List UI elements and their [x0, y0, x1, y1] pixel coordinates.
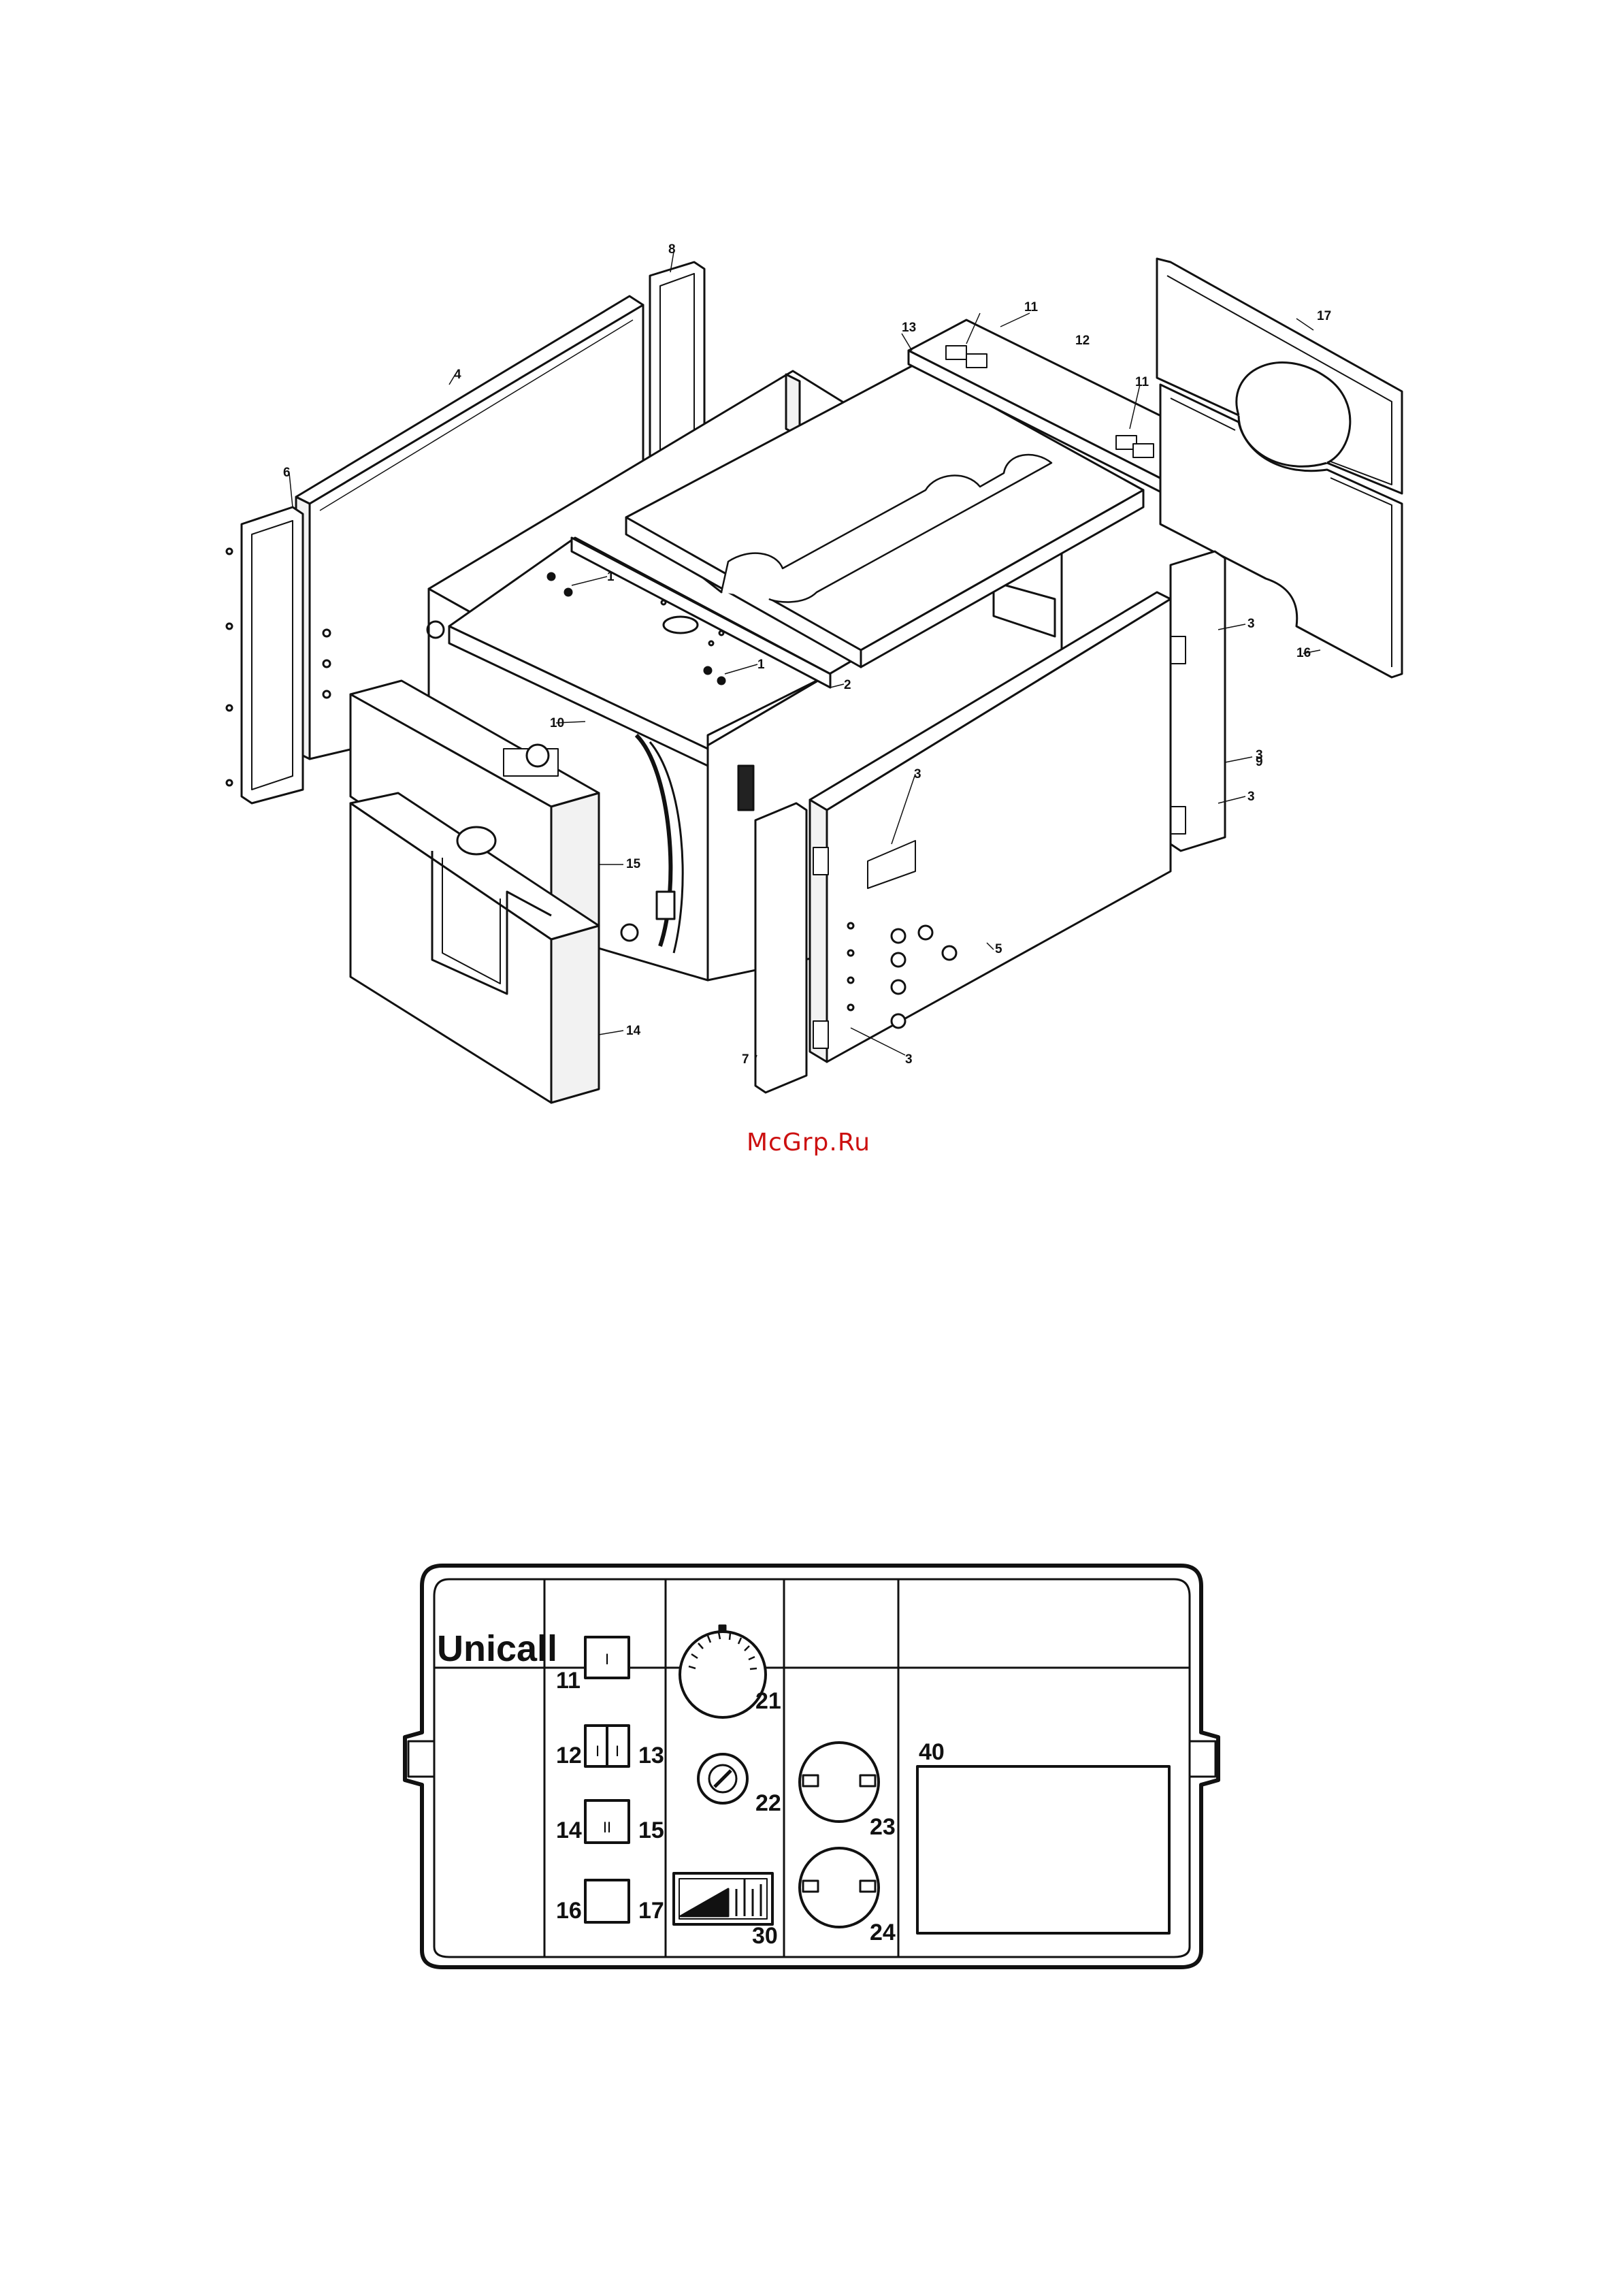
panel-label-15: 15	[638, 1817, 664, 1843]
callout-3: 3	[1247, 617, 1255, 631]
panel-label-23: 23	[870, 1814, 896, 1840]
callout-4: 4	[454, 368, 461, 382]
callout-10: 10	[550, 716, 564, 730]
panel-label-21: 21	[755, 1688, 781, 1714]
callout-15: 15	[626, 857, 641, 871]
callout-7: 7	[742, 1052, 749, 1067]
panel-label-13: 13	[638, 1743, 664, 1768]
callout-9: 9	[1256, 755, 1263, 769]
callout-3: 3	[905, 1052, 913, 1067]
callout-1: 1	[757, 658, 765, 672]
switch-symbol: II	[603, 1819, 611, 1836]
callout-6: 6	[283, 466, 291, 480]
brand-logo: Unicall	[437, 1628, 557, 1669]
callout-12: 12	[1075, 334, 1090, 348]
callout-16: 16	[1296, 646, 1311, 660]
callout-14: 14	[626, 1024, 641, 1038]
panel-label-30: 30	[752, 1923, 778, 1949]
panel-label-12: 12	[556, 1743, 582, 1768]
control-panel	[405, 1566, 1218, 1967]
callout-8: 8	[668, 242, 676, 257]
panel-label-16: 16	[556, 1898, 582, 1924]
callout-11: 11	[1135, 375, 1149, 389]
callout-2: 2	[844, 678, 851, 692]
callout-17: 17	[1317, 309, 1331, 323]
callout-11: 11	[1024, 300, 1039, 314]
panel-label-22: 22	[755, 1790, 781, 1816]
panel-label-11: 11	[556, 1668, 581, 1694]
callout-5: 5	[995, 942, 1002, 956]
panel-label-24: 24	[870, 1920, 896, 1945]
callout-3: 3	[1247, 790, 1255, 804]
right-rear-post	[1171, 551, 1225, 851]
switch-symbol: I	[615, 1743, 619, 1760]
panel-label-14: 14	[556, 1817, 582, 1843]
switch-symbol: I	[605, 1651, 609, 1668]
left-front-post	[227, 507, 303, 803]
exploded-view	[227, 252, 1402, 1103]
switch-symbol: I	[595, 1743, 600, 1760]
watermark: McGrp.Ru	[747, 1129, 870, 1157]
callout-13: 13	[902, 321, 916, 335]
panel-label-40: 40	[919, 1739, 945, 1765]
callout-3: 3	[914, 767, 921, 781]
callout-1: 1	[607, 570, 615, 584]
panel-label-17: 17	[638, 1898, 664, 1924]
